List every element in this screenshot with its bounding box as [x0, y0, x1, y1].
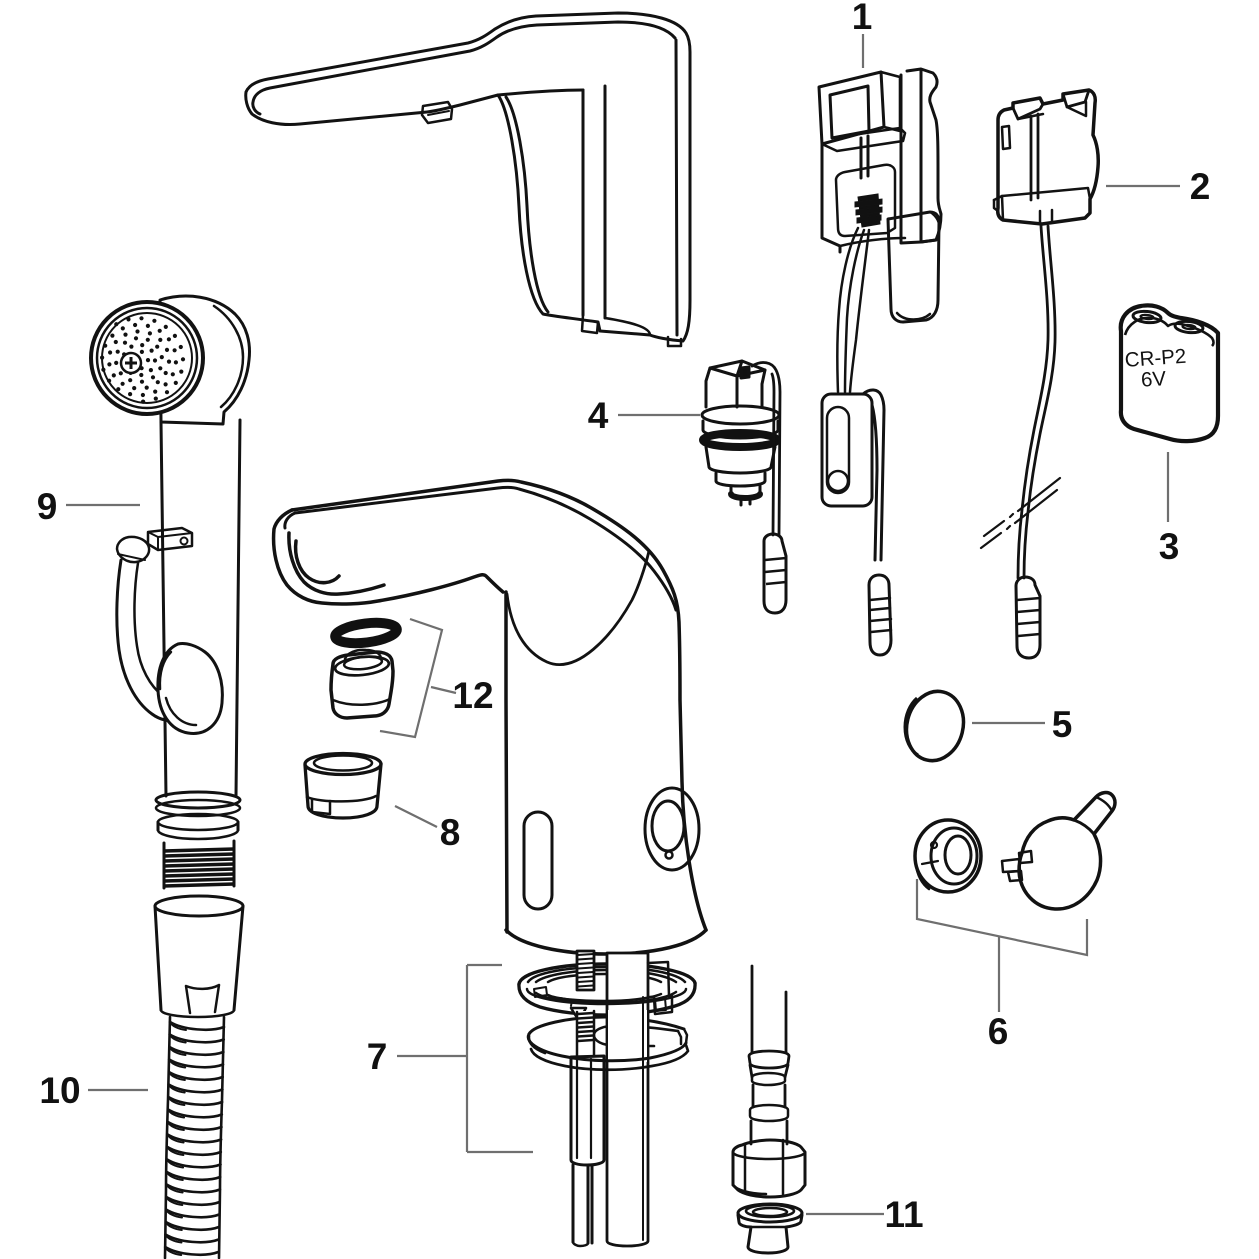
svg-text:12: 12 — [452, 675, 493, 716]
svg-text:2: 2 — [1190, 166, 1211, 207]
svg-text:1: 1 — [852, 0, 873, 37]
svg-text:4: 4 — [588, 395, 609, 436]
svg-text:8: 8 — [440, 812, 461, 853]
svg-text:3: 3 — [1159, 526, 1180, 567]
svg-text:9: 9 — [37, 486, 58, 527]
svg-text:5: 5 — [1052, 704, 1073, 745]
svg-text:11: 11 — [884, 1194, 923, 1235]
svg-text:CR-P2: CR-P2 — [1124, 345, 1187, 372]
svg-text:6: 6 — [988, 1011, 1009, 1052]
svg-text:6V: 6V — [1140, 367, 1167, 392]
svg-text:10: 10 — [39, 1070, 80, 1111]
svg-text:7: 7 — [367, 1036, 388, 1077]
